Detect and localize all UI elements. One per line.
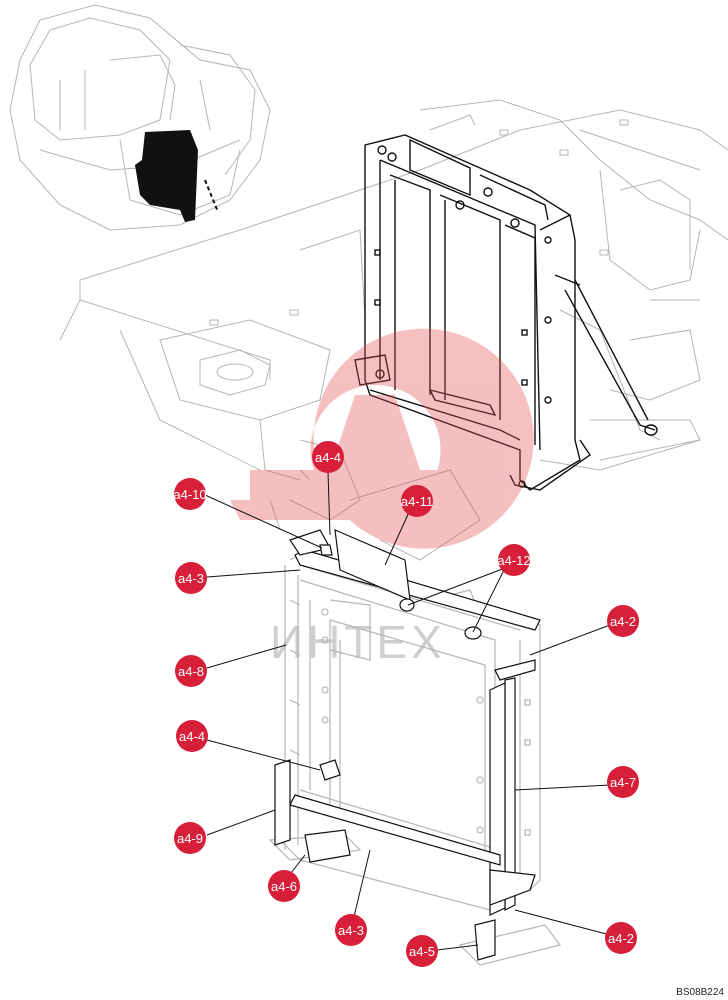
radiator-installed (354, 134, 658, 491)
callout-a4-4-mid: a4-4 (176, 720, 208, 752)
callout-label: a4-3 (338, 923, 364, 938)
callout-a4-4-top: a4-4 (312, 441, 344, 473)
callout-a4-7: a4-7 (607, 766, 639, 798)
callout-a4-11: a4-11 (401, 485, 433, 517)
machine-thumbnail (9, 4, 271, 231)
figure-code: BS08B224 (676, 987, 724, 998)
callout-label: a4-11 (401, 494, 433, 509)
callout-label: a4-2 (608, 931, 634, 946)
watermark-text: ИНТЕХ (270, 616, 446, 668)
callout-label: a4-3 (178, 571, 204, 586)
callout-label: a4-5 (409, 944, 435, 959)
callout-label: a4-7 (610, 775, 636, 790)
callout-a4-9: a4-9 (174, 822, 206, 854)
callout-label: a4-2 (610, 614, 636, 629)
callout-label: a4-10 (173, 487, 206, 502)
callout-a4-2-bottom: a4-2 (605, 922, 637, 954)
machine-frame-background (59, 99, 728, 561)
watermark-logo (230, 328, 534, 549)
thumbnail-radiator-highlight (135, 130, 219, 222)
callout-a4-8: a4-8 (175, 655, 207, 687)
callout-label: a4-4 (179, 729, 205, 744)
callout-a4-6: a4-6 (268, 870, 300, 902)
callout-label: a4-12 (497, 553, 530, 568)
callout-a4-5: a4-5 (406, 935, 438, 967)
callout-a4-10: a4-10 (173, 478, 207, 510)
callout-a4-2-top: a4-2 (607, 605, 639, 637)
leader-lines (204, 471, 611, 951)
radiator-exploded-parts (274, 529, 541, 961)
callout-label: a4-6 (271, 879, 297, 894)
callout-label: a4-8 (178, 664, 204, 679)
callout-label: a4-4 (315, 450, 341, 465)
callout-a4-3-bottom: a4-3 (335, 914, 367, 946)
callout-label: a4-9 (177, 831, 203, 846)
callout-a4-3-top: a4-3 (175, 562, 207, 594)
callout-a4-12: a4-12 (497, 544, 531, 576)
